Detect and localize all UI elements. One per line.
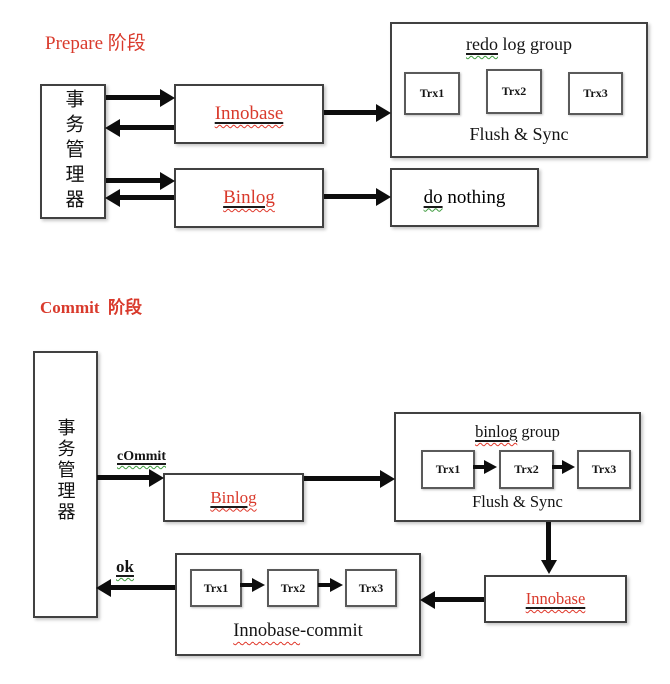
trx3-box-redo: Trx3	[568, 72, 623, 115]
arrow-innobase-to-innobase-commit	[435, 597, 484, 602]
trx1-label: Trx1	[203, 580, 229, 595]
trx1-box-redo: Trx1	[404, 72, 460, 115]
trx1-box-binlog-group: Trx1	[421, 450, 475, 489]
log-group-word: log group	[497, 34, 572, 54]
trx2-box-innobase-commit: Trx2	[267, 569, 319, 607]
binlog-group-footer: Flush & Sync	[472, 492, 563, 511]
commit-word: cOmmit	[117, 449, 166, 464]
arrow-tm-to-binlog-commit	[97, 475, 149, 480]
arrow-binlog-to-binlog-group	[304, 476, 380, 481]
commit-arrow-label: cOmmit	[117, 449, 166, 465]
binlog-commit-label-wrap: Binlog	[210, 488, 256, 508]
binlog-label-wrap: Binlog	[223, 187, 275, 209]
binlog-word: binlog	[475, 422, 518, 441]
transaction-manager-box-commit: 事务管理器	[33, 351, 98, 618]
transaction-manager-label-commit: 事务管理器	[55, 418, 76, 523]
commit-suffix-word: -commit	[300, 621, 363, 641]
arrow-innobase-to-redo-group	[324, 110, 376, 115]
trx1-box-innobase-commit: Trx1	[190, 569, 242, 607]
ok-word-wavy: ok	[116, 557, 134, 576]
arrow-trx2-to-trx3-innobase-commit	[318, 583, 330, 587]
trx2-label: Trx2	[514, 462, 539, 476]
binlog-label-prepare: Binlog	[223, 187, 275, 208]
redo-word-wavy: redo	[466, 34, 498, 54]
innobase-box-commit: Innobase	[484, 575, 627, 623]
innobase-commit-box: Trx1 Trx2 Trx3 Innobase-commit	[175, 553, 421, 656]
prepare-section-title: Prepare 阶段	[45, 33, 146, 54]
arrow-innobase-commit-to-tm-ok	[111, 585, 175, 590]
commit-section-title: Commit 阶段	[40, 298, 142, 317]
arrow-binlog-to-tm	[120, 195, 174, 200]
binlog-group-title: binlog group	[396, 422, 639, 442]
trx1-label: Trx1	[419, 86, 445, 100]
arrow-trx1-to-trx2-binlog-group	[473, 465, 484, 469]
arrow-tm-to-binlog	[106, 178, 160, 183]
innobase-commit-label-wrap: Innobase	[526, 589, 586, 609]
trx3-box-innobase-commit: Trx3	[345, 569, 397, 607]
do-word-wavy: do	[424, 187, 443, 208]
redo-group-footer: Flush & Sync	[469, 124, 569, 144]
arrow-trx2-to-trx3-binlog-group	[552, 465, 562, 469]
innobase-label-prepare: Innobase	[214, 103, 284, 124]
trx1-label: Trx1	[435, 462, 461, 476]
innobase-box-prepare: Innobase	[174, 84, 324, 144]
innobase-commit-label: Innobase-commit	[177, 621, 419, 642]
ok-word: ok	[116, 557, 134, 576]
trx3-box-binlog-group: Trx3	[577, 450, 631, 489]
trx2-label: Trx2	[501, 84, 527, 98]
nothing-word: nothing	[442, 186, 506, 208]
innobase-word: Innobase	[233, 621, 301, 641]
arrow-binlog-group-to-innobase	[546, 522, 551, 560]
trx3-label: Trx3	[591, 462, 617, 476]
arrow-innobase-to-tm	[120, 125, 174, 130]
redo-log-group-box: redo log group Trx1 Trx2 Trx3 Flush & Sy…	[390, 22, 648, 158]
trx2-label: Trx2	[280, 580, 306, 595]
arrow-trx1-to-trx2-innobase-commit	[240, 583, 252, 587]
binlog-group-box: binlog group Trx1 Trx2 Trx3 Flush & Sync	[394, 412, 641, 522]
redo-word: redo	[466, 34, 498, 54]
binlog-word-wavy: binlog	[475, 422, 517, 441]
trx3-label: Trx3	[358, 580, 384, 595]
trx2-box-redo: Trx2	[486, 69, 542, 114]
arrow-tm-to-innobase	[106, 95, 160, 100]
transaction-manager-label-prepare: 事务管理器	[62, 89, 84, 214]
binlog-box-prepare: Binlog	[174, 168, 324, 228]
innobase-label-wrap: Innobase	[215, 103, 284, 125]
do-nothing-label: do nothing	[424, 187, 506, 209]
innobase-label-commit: Innobase	[525, 589, 586, 608]
commit-word-wavy: cOmmit	[117, 449, 166, 464]
binlog-label-commit: Binlog	[210, 487, 257, 507]
arrow-binlog-to-do-nothing	[324, 194, 376, 199]
transaction-manager-box-prepare: 事务管理器	[40, 84, 106, 219]
binlog-box-commit: Binlog	[163, 473, 304, 522]
do-nothing-box: do nothing	[390, 168, 539, 227]
do-word: do	[423, 186, 443, 208]
trx2-box-binlog-group: Trx2	[499, 450, 554, 489]
ok-arrow-label: ok	[116, 557, 134, 577]
trx3-label: Trx3	[583, 86, 608, 100]
redo-log-group-title: redo log group	[392, 34, 646, 55]
group-word: group	[517, 422, 560, 441]
innobase-word-wavy: Innobase	[233, 621, 300, 641]
